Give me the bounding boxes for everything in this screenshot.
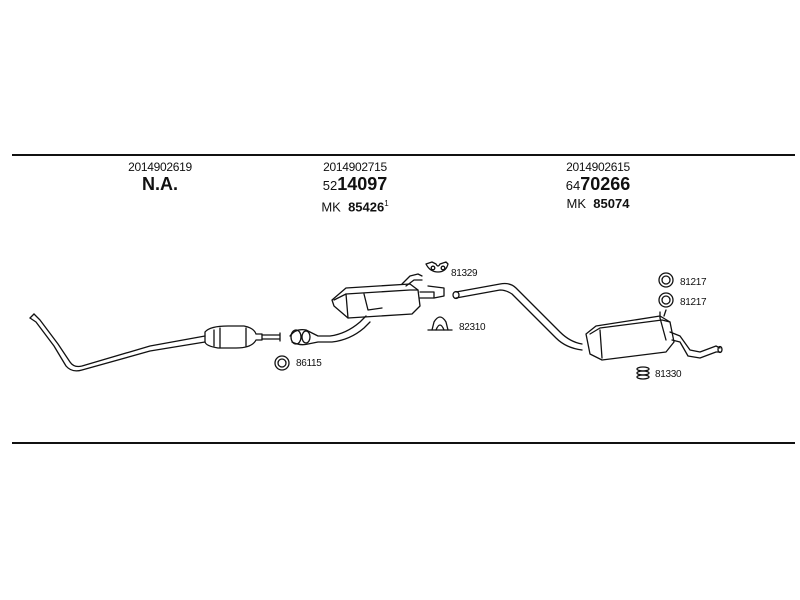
part-label-ring-left: 86115 — [296, 358, 322, 369]
part-label-ring-right-1: 81217 — [680, 277, 707, 288]
part-main-number: 6470266 — [548, 174, 648, 196]
ring-86115-drawing — [274, 355, 290, 371]
part-label-clamp: 82310 — [459, 322, 486, 333]
mk-number: MK 854261 — [305, 196, 405, 215]
front-pipe-drawing — [29, 313, 281, 372]
clamp-82310-drawing — [427, 316, 453, 331]
column-rear-silencer: 2014902615 6470266 MK 85074 — [548, 160, 648, 212]
rubber-81330-drawing — [636, 366, 650, 380]
hanger-81329-drawing — [425, 261, 449, 273]
part-main-value: 70266 — [580, 174, 631, 194]
oe-number: 2014902715 — [323, 160, 387, 174]
rear-silencer-drawing — [452, 282, 723, 361]
ring-81217-a-drawing — [658, 272, 674, 288]
part-main-value: N.A. — [142, 174, 178, 194]
mk-value: 85074 — [593, 196, 630, 211]
part-prefix: 64 — [565, 178, 581, 193]
part-label-rubber: 81330 — [655, 369, 682, 380]
mk-prefix: MK — [321, 199, 341, 215]
column-front-pipe: 2014902619 N.A. — [110, 160, 210, 194]
mk-value: 85426 — [348, 199, 385, 215]
part-main-value: 14097 — [337, 174, 388, 194]
mk-prefix: MK — [566, 196, 587, 211]
part-label-hanger: 81329 — [451, 268, 478, 279]
middle-silencer-drawing — [289, 273, 445, 346]
oe-number: 2014902615 — [566, 160, 630, 174]
part-main-number: 5214097 — [305, 174, 405, 196]
part-prefix: 52 — [322, 178, 338, 193]
top-divider — [12, 154, 795, 156]
column-middle-silencer: 2014902715 5214097 MK 854261 — [305, 160, 405, 215]
part-label-ring-right-2: 81217 — [680, 297, 707, 308]
mk-number: MK 85074 — [548, 196, 648, 212]
part-main-number: N.A. — [110, 174, 210, 194]
oe-number: 2014902619 — [128, 160, 192, 174]
ring-81217-b-drawing — [658, 292, 674, 308]
bottom-divider — [12, 442, 795, 444]
mk-superscript: 1 — [384, 199, 389, 208]
